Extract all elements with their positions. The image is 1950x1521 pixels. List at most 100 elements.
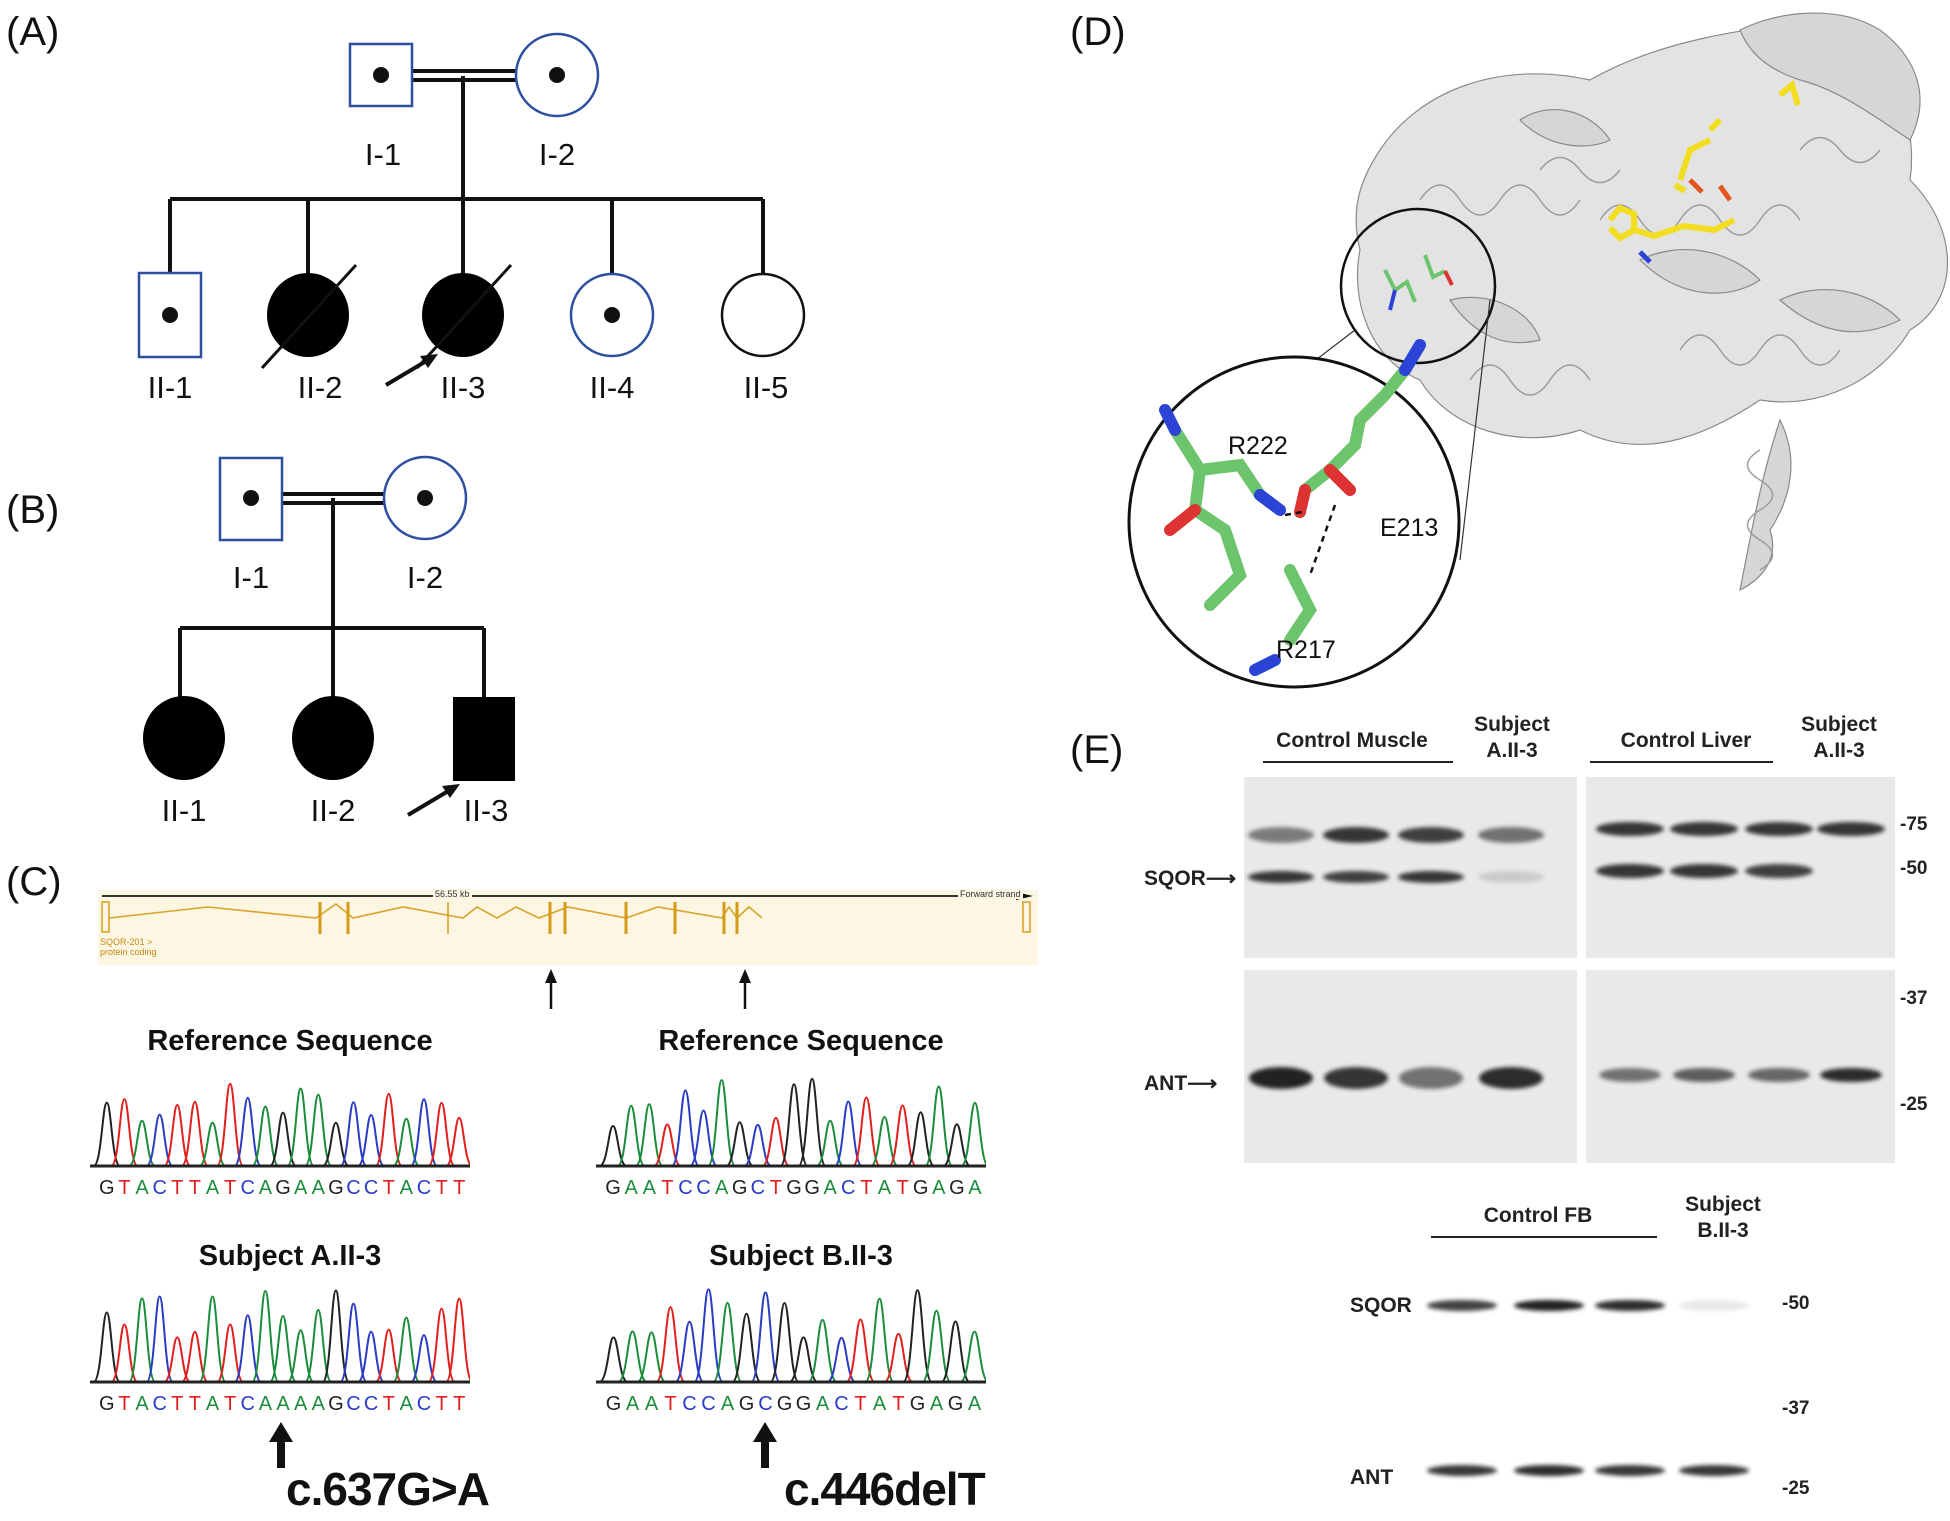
panel-label-d: (D) (1070, 10, 1126, 54)
pedigree-b-label-ii2: II-2 (310, 793, 356, 828)
chromatogram-peak (693, 1288, 724, 1383)
chromatogram-peak (921, 1309, 952, 1383)
sequence-base: G (804, 1177, 820, 1199)
chromatogram-peak (268, 1315, 298, 1383)
chromatogram-peak (392, 1316, 421, 1383)
sequence-base: A (312, 1393, 326, 1415)
blot-band (1398, 827, 1464, 843)
chromatogram-peak (322, 1121, 350, 1167)
group-underline (1263, 761, 1453, 763)
chromatogram-peak (110, 1098, 139, 1167)
gene-track: 56.55 kb Forward strand SQOR-201 > prote… (98, 889, 1038, 965)
chromatogram-peak (127, 1297, 157, 1383)
panel-label-a: (A) (6, 10, 60, 54)
sequence-base: G (739, 1393, 755, 1415)
pedigree-b-label-ii3: II-3 (463, 793, 509, 828)
blot-band (1673, 1068, 1735, 1082)
hydrogen-bonds (1284, 504, 1337, 576)
sequence-base: A (206, 1393, 220, 1415)
chromatogram-peak (198, 1295, 227, 1383)
sequence-base: G (328, 1393, 344, 1415)
blot-band (1679, 1299, 1749, 1311)
sequence-base: T (453, 1393, 465, 1415)
blot-band (1323, 827, 1389, 843)
zoom-region-circle (1339, 207, 1497, 365)
chromatogram-peak (826, 1336, 857, 1383)
blot-band (1820, 1068, 1882, 1082)
chromatogram-peak (634, 1103, 664, 1167)
sequence-base: G (796, 1393, 812, 1415)
chromatogram-peak (163, 1103, 192, 1167)
blot-band (1679, 1464, 1749, 1476)
gene-length: 56.55 kb (433, 889, 472, 899)
pedigree-a-label-i2: I-2 (538, 137, 576, 172)
blot-muscle-ant (1244, 970, 1577, 1163)
chromatogram-title-subject-a: Subject A.II-3 (198, 1240, 382, 1272)
chromatogram-peak (816, 1119, 845, 1167)
chromatogram-peak (707, 1079, 737, 1167)
blot-band (1248, 871, 1314, 883)
pedigree-a-label-i1: I-1 (364, 137, 402, 172)
sequence-base: A (312, 1177, 326, 1199)
blot-band (1398, 871, 1464, 883)
blot-band (1595, 1299, 1665, 1311)
chromatogram-peak (198, 1121, 227, 1167)
chromatogram-peak (145, 1113, 174, 1167)
chromatogram-peak (444, 1116, 470, 1167)
chromatogram-peak (670, 1089, 700, 1167)
chromatogram-peak (750, 1291, 781, 1383)
mutation-label-b: c.446delT (784, 1463, 986, 1515)
row-label-ant: ANT⟶ (1144, 1072, 1218, 1095)
arrow-up-icon (545, 969, 557, 1009)
sequence-base: C (417, 1177, 431, 1199)
chromatogram-peak (180, 1100, 210, 1167)
sequence-base: A (626, 1393, 640, 1415)
blot-band (1427, 1464, 1497, 1476)
blot-liver-ant (1586, 970, 1895, 1163)
chromatogram-peak (409, 1334, 439, 1383)
chromatogram-peak (374, 1092, 403, 1167)
group-control-muscle: Control Muscle (1276, 729, 1428, 752)
chromatogram-peak (233, 1096, 262, 1167)
chromatogram-peak (869, 1116, 900, 1167)
transcript-name: SQOR-201 > (100, 937, 153, 947)
chromatogram-peak (725, 1121, 754, 1167)
arrow-right-icon: ⟶ (1205, 867, 1236, 890)
sequence-base: C (682, 1393, 696, 1415)
sequence-base: G (99, 1177, 115, 1199)
sequence-base: T (854, 1393, 866, 1415)
chromatogram-peak (731, 1312, 762, 1383)
sequence-base: A (294, 1393, 308, 1415)
chromatogram-peak (653, 1123, 682, 1167)
sequence-base: G (606, 1393, 622, 1415)
residue-label-r222: R222 (1228, 432, 1288, 460)
chromatogram-peak (145, 1295, 174, 1383)
sequence-base: A (824, 1177, 838, 1199)
chromatogram-peak (906, 1111, 935, 1167)
mutation-label-a: c.637G>A (286, 1463, 490, 1515)
sequence-base: A (968, 1393, 982, 1415)
blot-band (1478, 871, 1544, 883)
sequence-base: T (118, 1393, 130, 1415)
blot-band (1596, 822, 1664, 836)
panel-label-b: (B) (6, 488, 60, 532)
blot-band (1745, 864, 1813, 878)
arrow-right-icon: ⟶ (1187, 1072, 1218, 1095)
sequence-base: A (645, 1393, 659, 1415)
sequence-base: G (949, 1177, 965, 1199)
sequence-base: G (913, 1177, 929, 1199)
pedigree-b-label-i2: I-2 (406, 560, 444, 595)
marker-25-fb: -25 (1782, 1478, 1810, 1499)
sequence-base: C (241, 1393, 255, 1415)
sequence-base: A (930, 1393, 944, 1415)
arrow-up-icon (739, 969, 751, 1009)
group-control-liver: Control Liver (1620, 729, 1752, 752)
chromatogram-peak (845, 1318, 876, 1383)
sequence-base: A (400, 1393, 414, 1415)
blot-band (1817, 822, 1885, 836)
group-subject-b: Subject B.II-3 (1685, 1193, 1761, 1243)
chromatogram-peak (616, 1104, 646, 1167)
